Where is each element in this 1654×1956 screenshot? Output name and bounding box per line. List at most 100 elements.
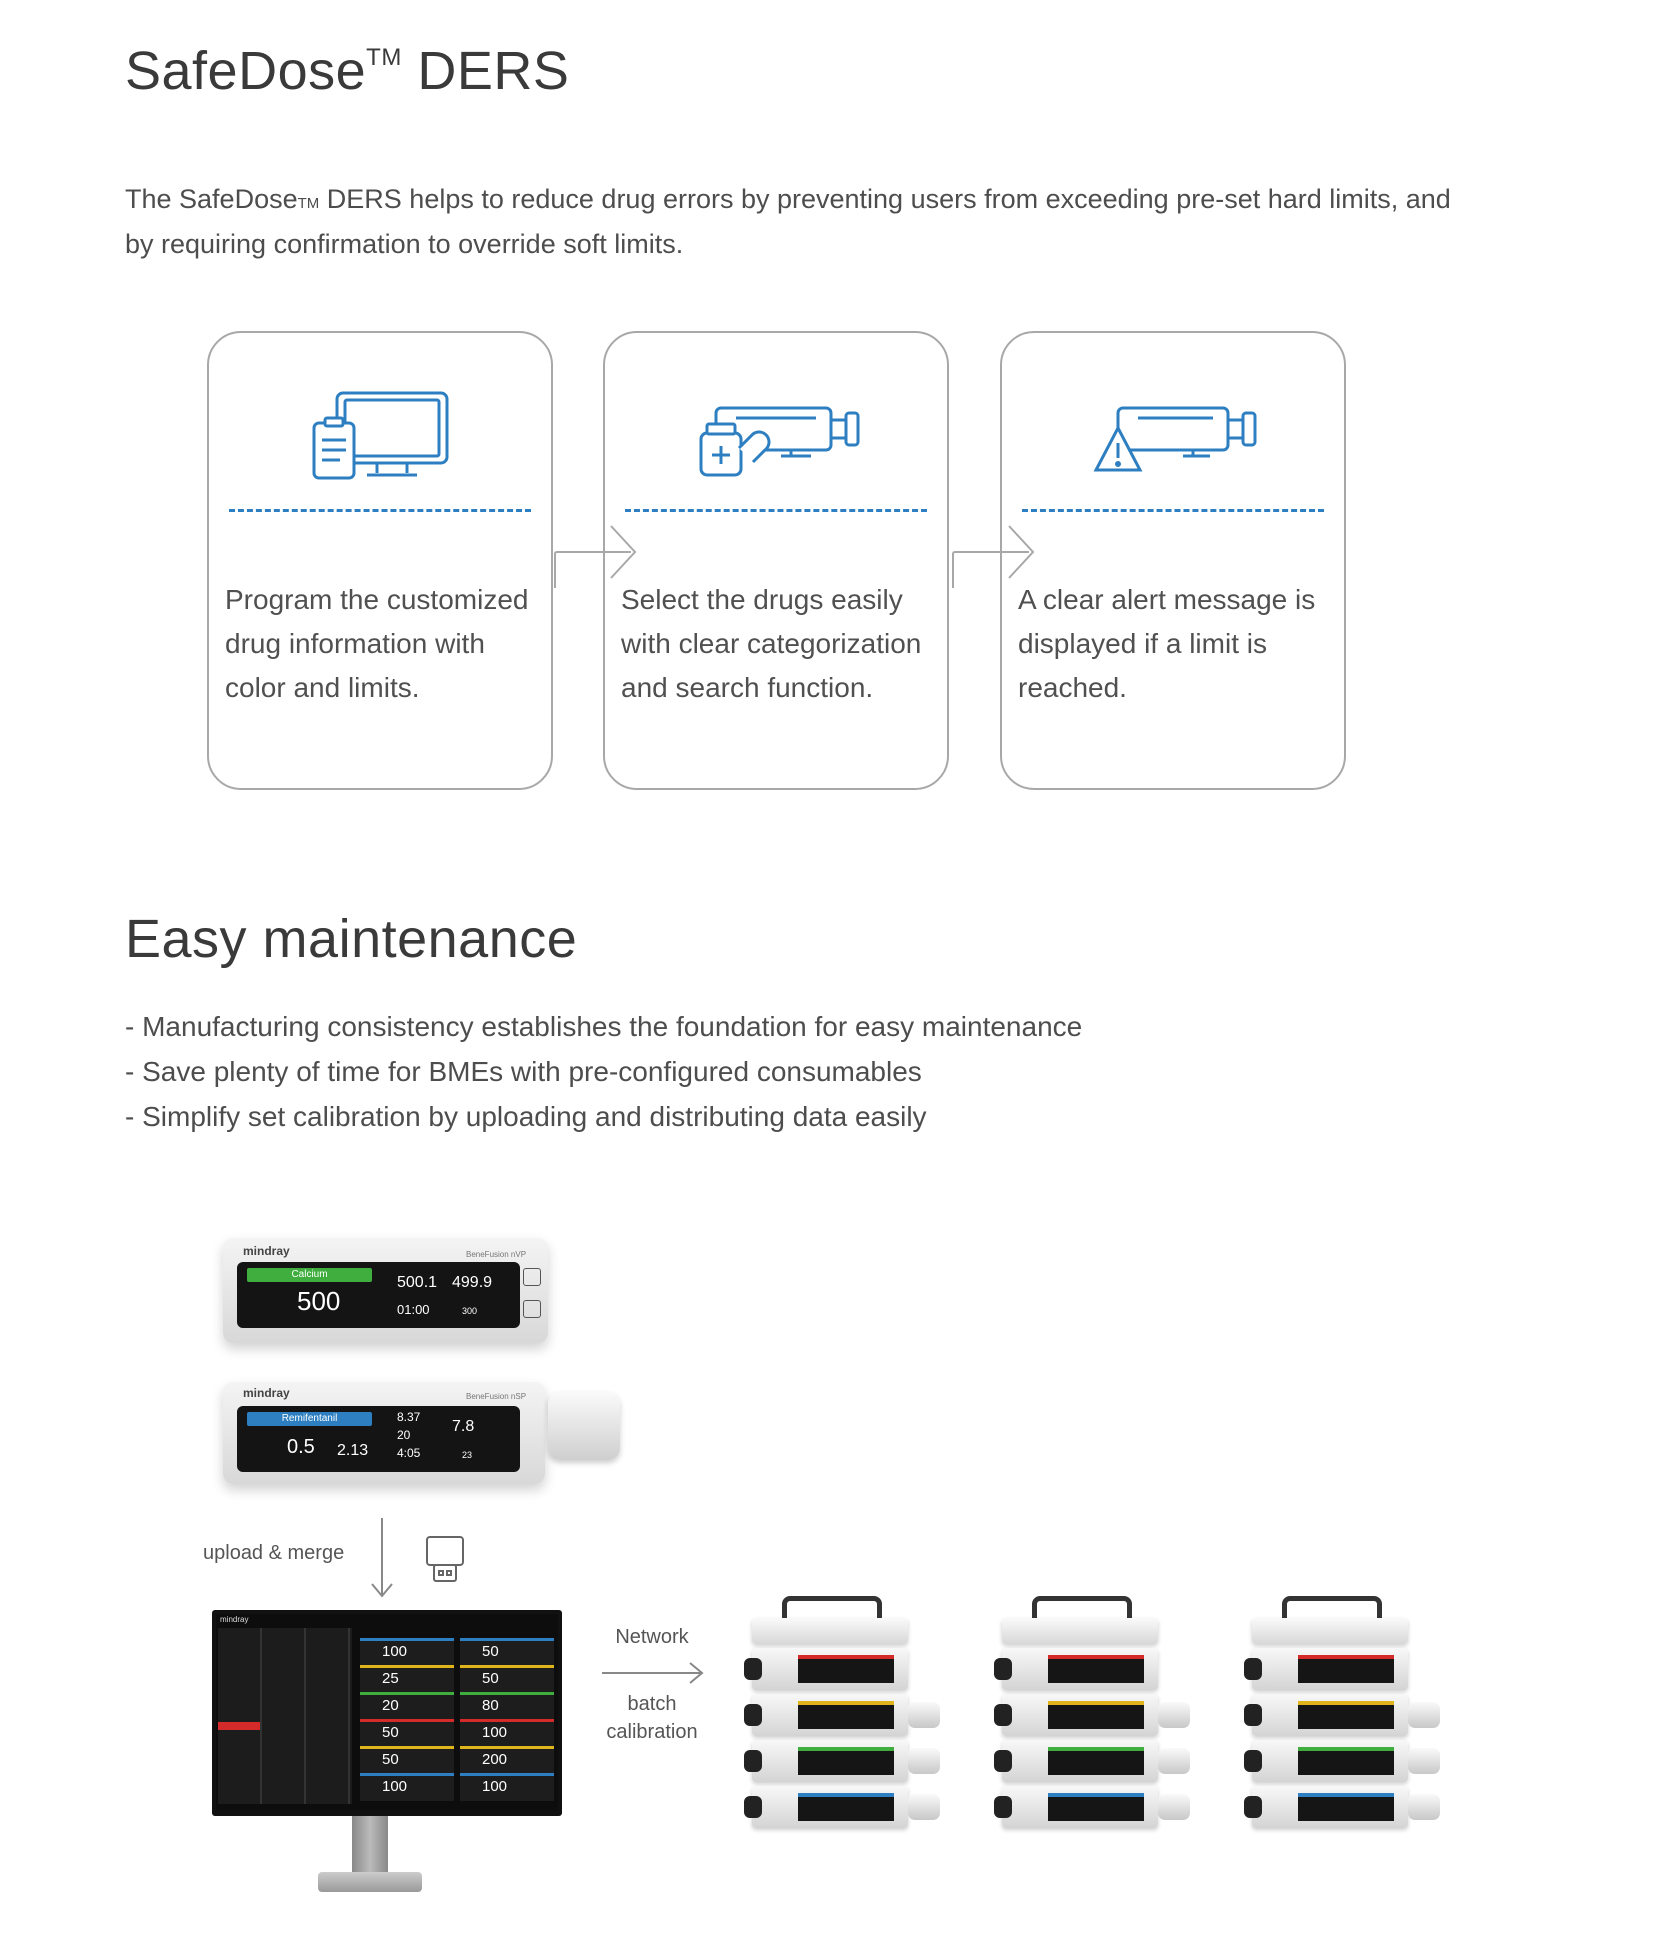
red-alarm-bar	[218, 1722, 260, 1730]
bed-grid	[218, 1628, 352, 1804]
volume-value: 499.9	[452, 1274, 493, 1291]
card-divider	[625, 509, 927, 512]
stack-pump-module	[1244, 1694, 1408, 1736]
ders-intro-tm: TM	[297, 195, 320, 212]
stack-module-screen	[798, 1701, 894, 1729]
pump-model: BeneFusion nVP	[466, 1250, 527, 1259]
card-text: Program the customized drug information …	[225, 584, 529, 703]
stack-knob	[744, 1750, 762, 1772]
stack-module-screen	[1048, 1655, 1144, 1683]
stack-syringe	[1408, 1748, 1440, 1774]
ders-card-select: Select the drugs easily with clear categ…	[603, 331, 949, 790]
monitor-value-cell: 25	[360, 1665, 454, 1693]
monitor-value: 50	[482, 1643, 499, 1660]
time-value: 01:00	[397, 1302, 430, 1317]
time-b-value: 4:05	[397, 1446, 421, 1460]
volume-value: 7.8	[452, 1418, 475, 1435]
card-divider	[1022, 509, 1324, 512]
stack-handle	[1032, 1596, 1132, 1623]
stack-knob	[744, 1704, 762, 1726]
stack-pump-module	[1244, 1648, 1408, 1690]
step-arrow-icon	[554, 525, 637, 588]
stack-pump-module	[994, 1694, 1158, 1736]
pump-side-button	[523, 1268, 541, 1286]
stack-knob	[1244, 1658, 1262, 1680]
network-label: Network	[615, 1626, 689, 1648]
stack-syringe	[1158, 1748, 1190, 1774]
dose-value: 2.13	[337, 1442, 369, 1459]
monitor-value-cell: 80	[460, 1692, 554, 1720]
pump-brand: mindray	[243, 1386, 290, 1400]
stack-knob	[994, 1796, 1012, 1818]
monitor-value-cell: 20	[360, 1692, 454, 1720]
drug-bar: Remifentanil	[247, 1412, 372, 1426]
stack-knob	[994, 1658, 1012, 1680]
monitor-value: 50	[382, 1751, 399, 1768]
card-divider	[229, 509, 531, 512]
monitor-value-cell: 50	[360, 1719, 454, 1747]
stack-knob	[994, 1704, 1012, 1726]
pump-model: BeneFusion nSP	[466, 1392, 527, 1401]
stack-handle	[782, 1596, 882, 1623]
stack-pump-module	[744, 1740, 908, 1782]
batch-label: batch	[627, 1693, 677, 1715]
calibration-label: calibration	[606, 1721, 698, 1743]
step-arrow-icon	[952, 525, 1035, 588]
stack-syringe	[1158, 1794, 1190, 1820]
ders-title: SafeDoseTM DERS	[125, 40, 569, 102]
stack-module-screen	[1048, 1793, 1144, 1821]
pump-alert-icon	[1002, 388, 1344, 493]
pump-screen: Remifentanil 0.5 2.13 8.37 20 4:05 7.8 2…	[237, 1406, 520, 1472]
monitor-value-cell: 100	[460, 1773, 554, 1801]
ders-title-rest: DERS	[401, 41, 570, 101]
monitor-clipboard-icon	[209, 388, 551, 493]
stack-pump-module	[994, 1648, 1158, 1690]
rate-value: 500	[297, 1286, 341, 1316]
ders-title-main: SafeDose	[125, 41, 367, 101]
usb-drive-icon	[426, 1536, 464, 1582]
stack-knob	[994, 1750, 1012, 1772]
right-arrow-icon	[602, 1662, 704, 1684]
stack-controller	[1252, 1618, 1408, 1644]
monitor-value: 200	[482, 1751, 508, 1768]
rate-value: 0.5	[287, 1436, 315, 1458]
stack-syringe	[1408, 1794, 1440, 1820]
monitor-stand	[352, 1816, 388, 1876]
monitor-value: 100	[482, 1724, 508, 1741]
ders-intro-part2: DERS helps to reduce drug errors by prev…	[125, 184, 1451, 259]
monitor-brand: mindray	[220, 1615, 249, 1624]
stack-pump-module	[994, 1786, 1158, 1828]
stack-controller	[1002, 1618, 1158, 1644]
maintenance-bullets: - Manufacturing consistency establishes …	[125, 1004, 1082, 1139]
monitor-value: 20	[382, 1697, 399, 1714]
stack-syringe	[1158, 1702, 1190, 1728]
stack-module-screen	[1298, 1793, 1394, 1821]
stack-handle	[1282, 1596, 1382, 1623]
upload-merge-label: upload & merge	[203, 1542, 345, 1564]
time-a-value: 20	[397, 1428, 411, 1442]
ders-intro-part1: The SafeDose	[125, 184, 298, 214]
down-arrow-icon	[371, 1518, 393, 1598]
stack-knob	[1244, 1704, 1262, 1726]
syringe-holder	[548, 1392, 620, 1460]
monitor-value: 50	[482, 1670, 499, 1687]
stack-controller	[752, 1618, 908, 1644]
stack-syringe	[908, 1702, 940, 1728]
pressure-value: 300	[462, 1306, 478, 1316]
monitor-value: 80	[482, 1697, 499, 1714]
stack-pump-module	[1244, 1786, 1408, 1828]
monitor-value-cell: 100	[360, 1638, 454, 1666]
monitor-base	[318, 1872, 422, 1892]
vtbi-value: 500.1	[397, 1274, 438, 1291]
stack-pump-module	[744, 1786, 908, 1828]
stack-syringe	[908, 1748, 940, 1774]
volumetric-pump-image: mindray BeneFusion nVP Calcium 500 500.1…	[223, 1238, 548, 1343]
ders-card-alert: A clear alert message is displayed if a …	[1000, 331, 1346, 790]
ders-card-program: Program the customized drug information …	[207, 331, 553, 790]
monitor-value-cell: 50	[360, 1746, 454, 1774]
monitor-value-cell: 50	[460, 1638, 554, 1666]
pump-side-button	[523, 1300, 541, 1318]
stack-module-screen	[798, 1747, 894, 1775]
pump-drug-bottle-icon	[605, 388, 947, 493]
